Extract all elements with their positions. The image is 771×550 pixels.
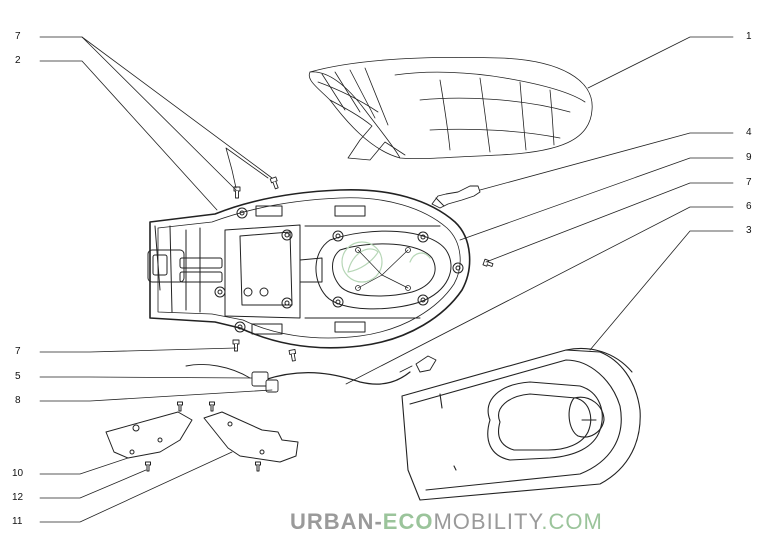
callout-8: 8 [15,395,21,406]
watermark-urban: URBAN [290,509,375,534]
watermark-com: .COM [541,509,603,534]
callout-11: 11 [12,516,23,527]
seat-base-part [147,188,471,349]
watermark-eco: ECO [382,509,434,534]
release-cable-part [185,355,437,393]
callout-7-top: 7 [15,31,21,42]
leader-lines [39,36,734,523]
latch-hook-part [431,185,481,209]
callout-1: 1 [746,31,752,42]
callout-9: 9 [746,152,752,163]
watermark-mobility: MOBILITY [433,509,542,534]
storage-tray-part [401,347,641,501]
seat-cushion-part [308,56,593,161]
side-panel-parts [105,401,299,472]
watermark-text: URBAN-ECOMOBILITY.COM [290,509,603,535]
callout-10: 10 [12,468,24,479]
screw-parts [232,176,494,362]
callout-5: 5 [15,371,21,382]
callout-6: 6 [746,201,752,212]
callout-4: 4 [746,127,752,138]
callout-7-left: 7 [15,346,21,357]
watermark-dash: - [374,509,383,534]
callout-12: 12 [12,492,24,503]
callout-3: 3 [746,225,752,236]
callout-7-right: 7 [746,177,752,188]
callout-2: 2 [15,55,21,66]
